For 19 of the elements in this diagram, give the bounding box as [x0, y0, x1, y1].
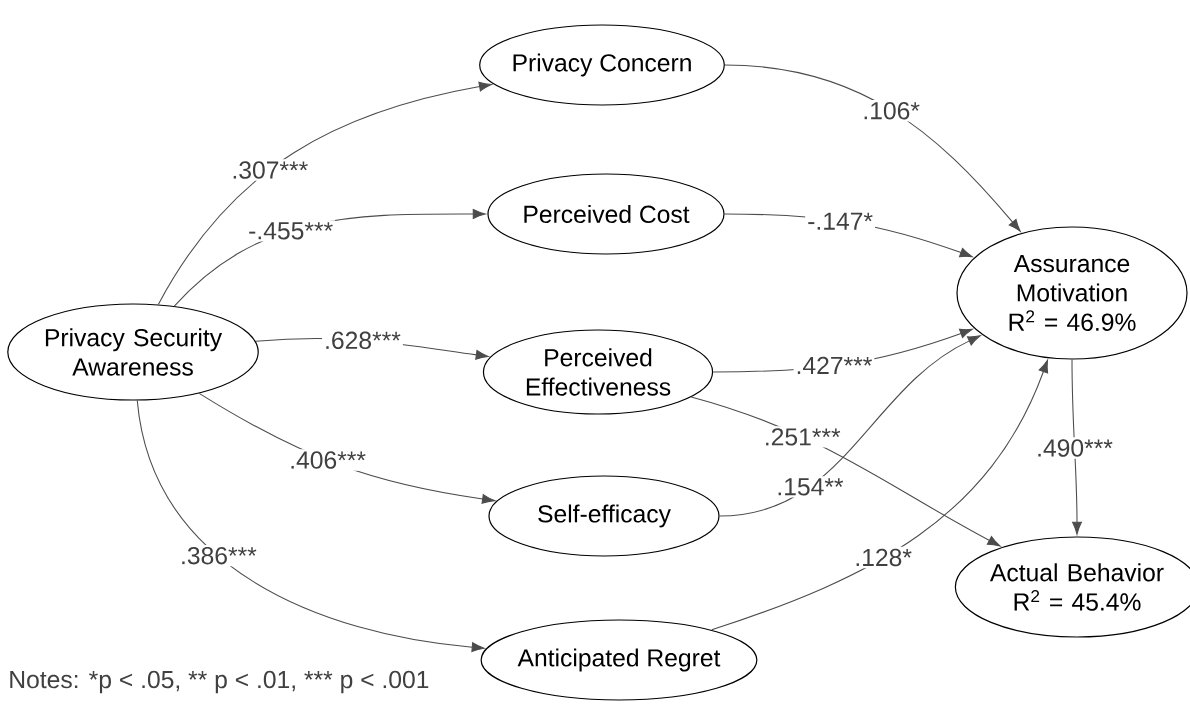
path-arrow — [711, 359, 1049, 631]
notes-text: Notes: *p < .05, ** p < .01, *** p < .001 — [10, 670, 429, 694]
path-arrow — [1071, 359, 1082, 535]
path-coefficient: -.455*** — [249, 222, 333, 240]
path-coefficient: .386*** — [182, 546, 257, 565]
path-arrow — [724, 64, 1021, 232]
path-coefficient: .106* — [864, 101, 920, 120]
path-coefficient: .307*** — [233, 161, 308, 179]
path-arrow — [719, 335, 981, 517]
path-coefficient: .628*** — [326, 331, 401, 350]
path-coefficient: .427*** — [797, 356, 872, 374]
path-coefficient: .128* — [856, 548, 912, 567]
path-coefficient: .490*** — [1038, 439, 1113, 457]
path-arrow — [157, 81, 492, 305]
path-coefficient: .154** — [778, 478, 844, 496]
path-coefficient: .406*** — [291, 451, 366, 469]
path-arrow — [136, 400, 485, 653]
path-coefficient: .251*** — [766, 428, 841, 446]
path-coefficient: -.147* — [808, 212, 873, 230]
